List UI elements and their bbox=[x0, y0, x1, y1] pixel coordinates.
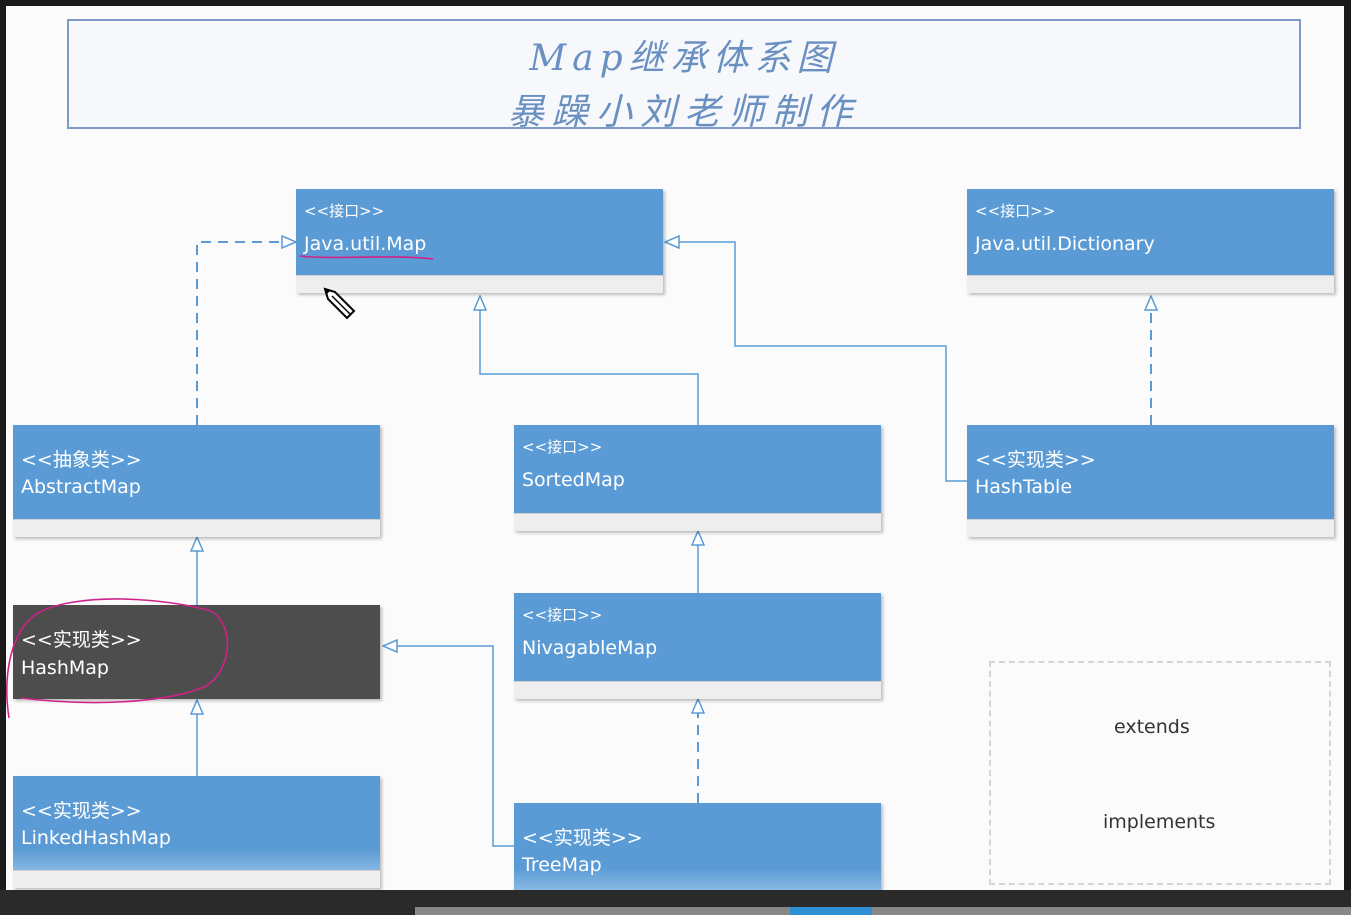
node-stereotype: <<实现类>> bbox=[975, 449, 1096, 471]
pencil-cursor-icon bbox=[323, 287, 356, 320]
node-name: Java.util.Map bbox=[304, 233, 427, 255]
node-tree-map[interactable]: <<实现类>> TreeMap bbox=[514, 803, 881, 890]
diagram-title: Map继承体系图 暴躁小刘老师制作 bbox=[67, 19, 1301, 133]
edge-abstractmap-implements-map bbox=[196, 242, 296, 425]
node-name: SortedMap bbox=[522, 469, 625, 491]
progress-track[interactable] bbox=[415, 907, 1351, 915]
node-name: LinkedHashMap bbox=[21, 827, 171, 849]
node-stereotype: <<接口>> bbox=[522, 606, 603, 624]
legend-implements-label: implements bbox=[1103, 811, 1216, 833]
node-stereotype: <<接口>> bbox=[975, 202, 1056, 220]
legend-extends-label: extends bbox=[1114, 716, 1190, 738]
node-stereotype: <<实现类>> bbox=[21, 800, 142, 822]
edge-hashtable-to-map bbox=[665, 242, 967, 482]
node-hashtable[interactable]: <<实现类>> HashTable bbox=[967, 425, 1334, 537]
node-stereotype: <<接口>> bbox=[304, 202, 385, 220]
node-name: NivagableMap bbox=[522, 637, 658, 659]
node-abstract-map[interactable]: <<抽象类>> AbstractMap bbox=[13, 425, 380, 537]
node-java-util-map[interactable]: <<接口>> Java.util.Map bbox=[296, 189, 663, 293]
node-java-util-dictionary[interactable]: <<接口>> Java.util.Dictionary bbox=[967, 189, 1334, 293]
node-name: HashTable bbox=[975, 476, 1073, 498]
node-stereotype: <<实现类>> bbox=[522, 827, 643, 849]
node-stereotype: <<实现类>> bbox=[21, 629, 142, 651]
node-name: HashMap bbox=[21, 657, 109, 679]
node-name: TreeMap bbox=[522, 854, 602, 876]
node-navigable-map[interactable]: <<接口>> NivagableMap bbox=[514, 593, 881, 699]
node-hash-map[interactable]: <<实现类>> HashMap bbox=[13, 605, 380, 699]
legend-box: extends implements bbox=[989, 661, 1331, 885]
node-sorted-map[interactable]: <<接口>> SortedMap bbox=[514, 425, 881, 531]
node-stereotype: <<接口>> bbox=[522, 438, 603, 456]
node-stereotype: <<抽象类>> bbox=[21, 449, 142, 471]
title-line-1: Map继承体系图 bbox=[529, 38, 839, 79]
edge-sortedmap-extends-map bbox=[480, 296, 699, 425]
node-name: Java.util.Dictionary bbox=[975, 233, 1155, 255]
title-line-2: 暴躁小刘老师制作 bbox=[507, 92, 860, 133]
diagram-canvas: Map继承体系图 暴躁小刘老师制作 extends implement bbox=[6, 6, 1344, 890]
node-name: AbstractMap bbox=[21, 476, 141, 498]
progress-thumb[interactable] bbox=[790, 907, 872, 915]
video-progress-bar[interactable] bbox=[0, 890, 1351, 915]
edge-treemap-to-hashmap bbox=[383, 646, 515, 847]
node-linked-hash-map[interactable]: <<实现类>> LinkedHashMap bbox=[13, 776, 380, 888]
